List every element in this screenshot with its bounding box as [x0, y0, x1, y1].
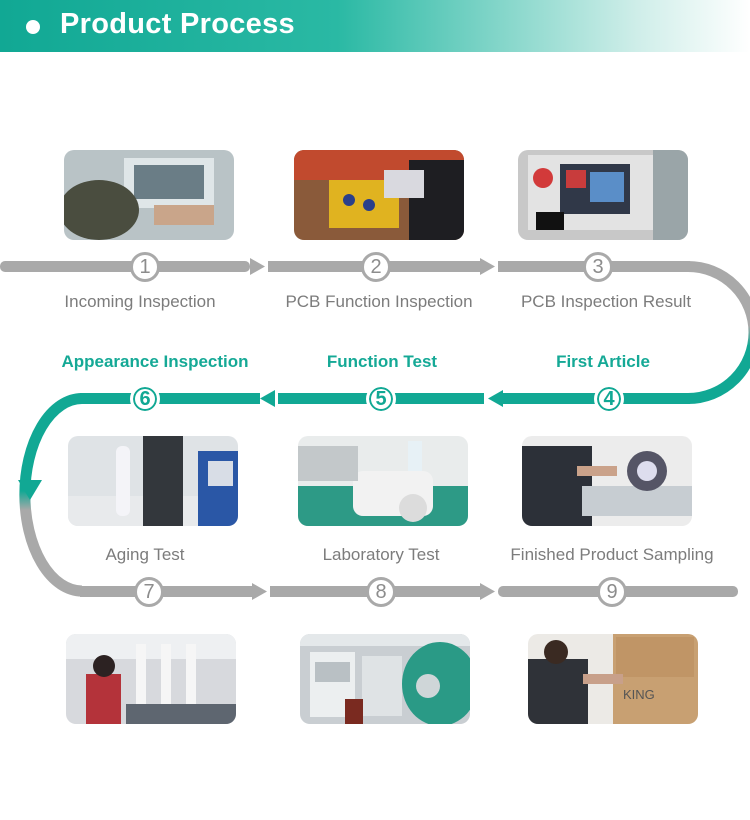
- header-banner: Product Process: [0, 0, 750, 52]
- first-article-photo: [522, 436, 692, 526]
- step-7-label: Aging Test: [105, 545, 185, 564]
- step-9-number-badge: 9: [597, 577, 627, 607]
- step-3-number-badge: 3: [583, 252, 613, 282]
- step-3-label: PCB Inspection Result: [520, 292, 692, 311]
- bullet-dot-icon: [26, 20, 40, 34]
- pcb-function-inspection-photo: [294, 150, 464, 240]
- appearance-inspection-photo: [68, 436, 238, 526]
- step-8-label: Laboratory Test: [322, 545, 440, 564]
- step-2-label: PCB Function Inspection: [285, 292, 473, 311]
- step-2-number-badge: 2: [361, 252, 391, 282]
- row3-track: [80, 583, 738, 600]
- left-bend: [19, 393, 83, 597]
- step-9-label: Finished Product Sampling: [510, 545, 714, 564]
- step-4-label: First Article: [556, 352, 650, 371]
- step-5-label: Function Test: [326, 352, 438, 371]
- step-4-number-badge: 4: [594, 384, 624, 414]
- aging-test-photo: [66, 634, 236, 724]
- step-6-label: Appearance Inspection: [61, 352, 249, 371]
- step-1-label: Incoming Inspection: [64, 292, 216, 311]
- pcb-inspection-result-photo: [518, 150, 688, 240]
- page-title: Product Process: [60, 8, 295, 40]
- left-bend-arrow: [18, 480, 42, 500]
- step-7-number-badge: 7: [134, 577, 164, 607]
- finished-product-sampling-photo: KING: [528, 634, 698, 724]
- step-8-number-badge: 8: [366, 577, 396, 607]
- step-5-number-badge: 5: [366, 384, 396, 414]
- step-6-number-badge: 6: [130, 384, 160, 414]
- right-bend: [687, 261, 750, 404]
- incoming-inspection-photo: [64, 150, 234, 240]
- function-test-photo: [298, 436, 468, 526]
- step-1-number-badge: 1: [130, 252, 160, 282]
- laboratory-test-photo: [300, 634, 470, 724]
- svg-text:KING: KING: [623, 687, 655, 702]
